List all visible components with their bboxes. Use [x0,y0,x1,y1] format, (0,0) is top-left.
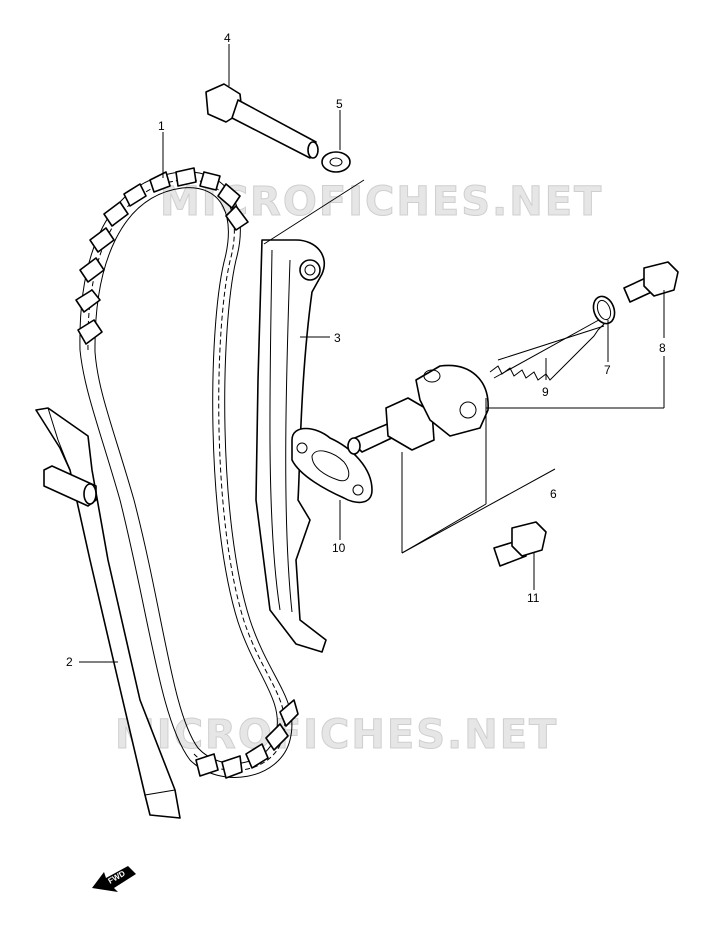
spring-part-9 [489,315,607,381]
gasket-part-10 [291,427,373,504]
callout-4: 4 [224,31,231,45]
o-ring-part-7 [592,295,616,325]
chain-links-top [75,167,249,345]
bolt-part-4 [205,83,319,159]
callout-7: 7 [604,363,611,377]
callout-10: 10 [332,541,346,555]
tensioner-assembly-part-6 [347,364,489,455]
fwd-arrow: FWD [92,866,136,892]
chain-guide-part-2 [35,407,181,819]
callout-6: 6 [550,487,557,501]
callouts: 1 2 3 4 5 6 7 8 9 10 11 [66,31,666,669]
callout-5: 5 [336,97,343,111]
cap-bolt-part-8 [623,261,679,303]
watermark-bottom: MICROFICHES.NET [115,712,558,758]
leader-lines [79,44,665,663]
callout-8: 8 [659,341,666,355]
tensioner-arm-part-3 [255,239,327,653]
callout-3: 3 [334,331,341,345]
callout-1: 1 [158,119,165,133]
callout-9: 9 [542,385,549,399]
callout-2: 2 [66,655,73,669]
washer-part-5 [321,151,351,173]
chain-links-bottom [195,699,299,779]
callout-11: 11 [527,591,540,605]
cam-chain-part-1 [75,167,299,779]
bolt-part-11 [493,521,547,567]
